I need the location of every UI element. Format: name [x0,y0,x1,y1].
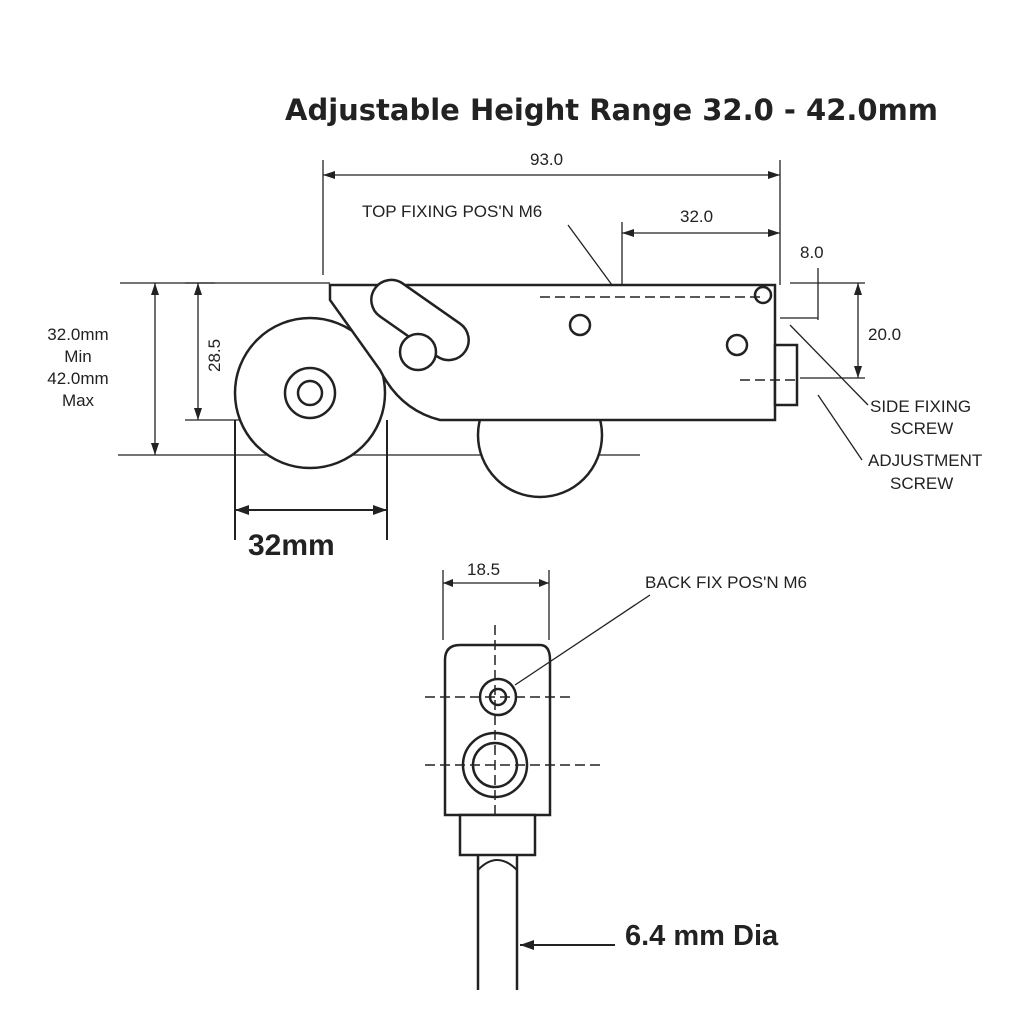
side-fixing-screw [773,343,799,407]
label-top-fixing: TOP FIXING POS'N M6 [362,202,542,221]
side-view: 93.0 32.0 TOP FIXING POS'N M6 8.0 20.0 3… [47,150,982,562]
dim-body-height: 28.5 [205,339,224,372]
wheel-diameter: 32mm [248,529,335,562]
label-adjustment-2: SCREW [890,474,953,493]
dim-overall-length: 93.0 [530,150,563,169]
end-view: 18.5 BACK FIX POS'N M6 6.4 mm Dia [425,560,807,990]
label-adjustment-1: ADJUSTMENT [868,451,982,470]
height-range-line-1: 32.0mm [47,325,108,344]
dim-top-fixing-offset: 32.0 [680,207,713,226]
label-side-fixing-1: SIDE FIXING [870,397,971,416]
end-wheel [458,813,537,857]
diagram-title: Adjustable Height Range 32.0 - 42.0mm [285,93,938,127]
dim-side-height: 20.0 [868,325,901,344]
height-range-line-3: 42.0mm [47,369,108,388]
height-range-line-2: Min [64,347,91,366]
dim-end-width: 18.5 [467,560,500,579]
dim-side-offset: 8.0 [800,243,824,262]
label-back-fix: BACK FIX POS'N M6 [645,573,807,592]
track-diameter: 6.4 mm Dia [625,920,779,952]
height-range-line-4: Max [62,391,95,410]
label-side-fixing-2: SCREW [890,419,953,438]
